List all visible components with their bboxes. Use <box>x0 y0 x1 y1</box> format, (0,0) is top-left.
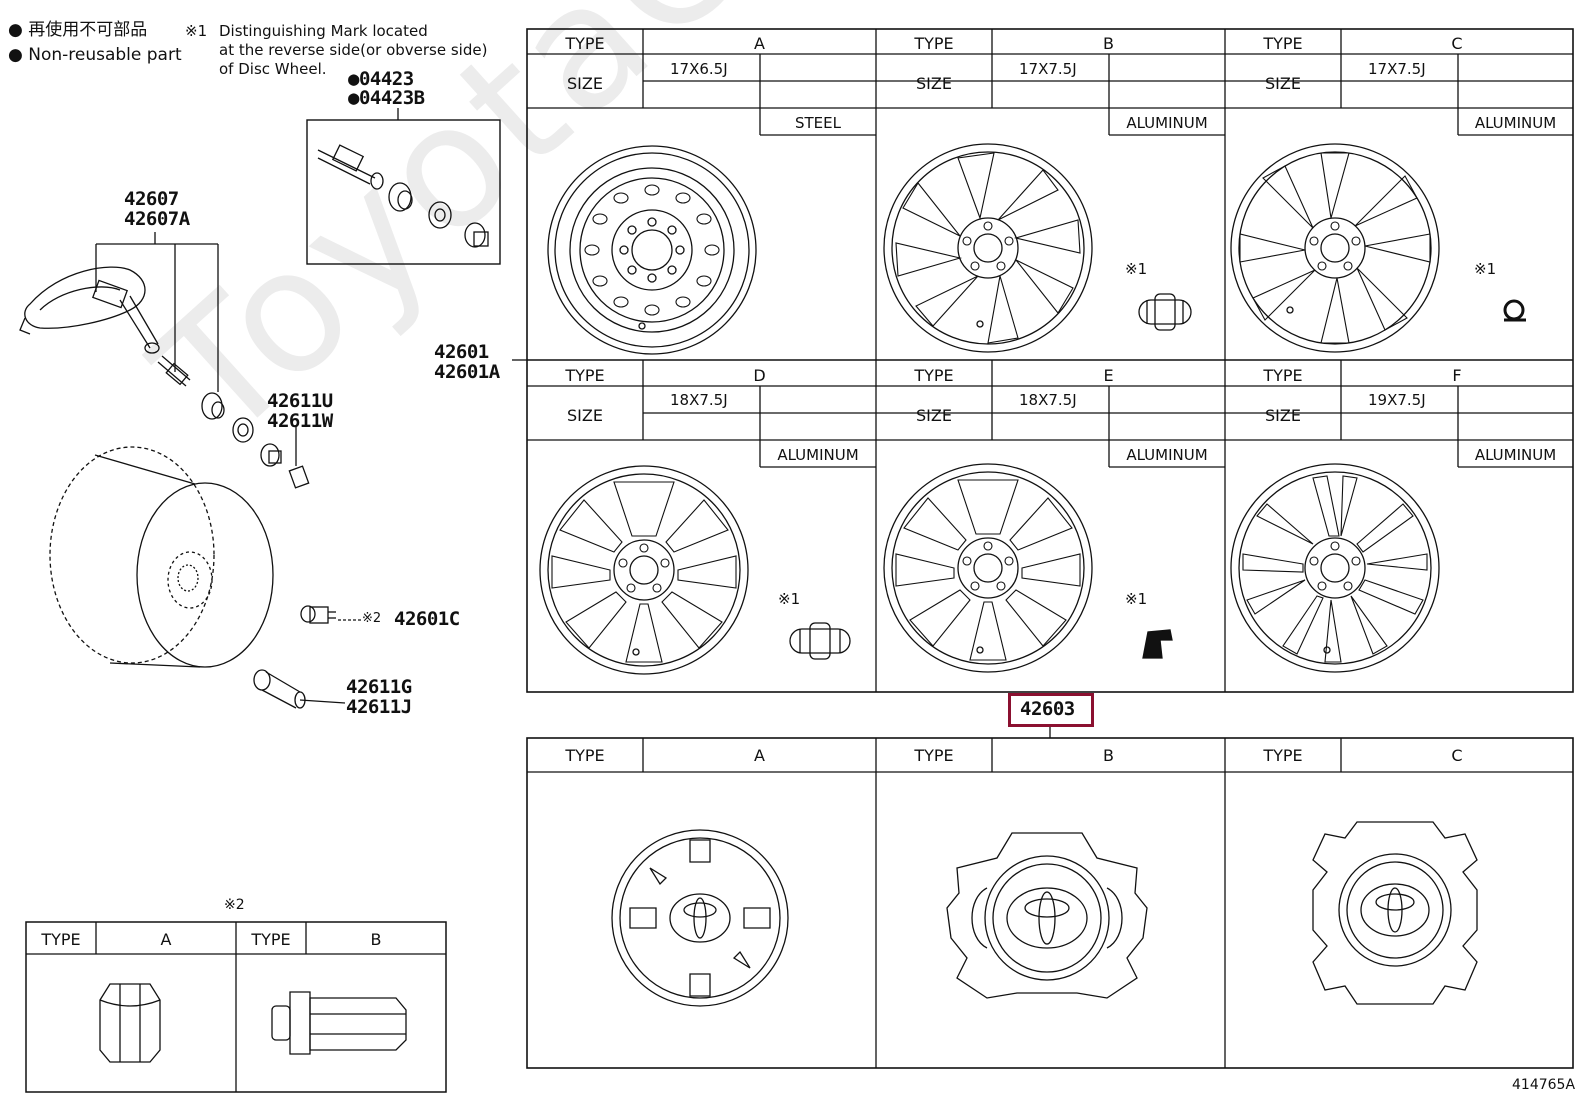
wheel-c-size-label: SIZE <box>1265 74 1301 93</box>
wheel-b-type-label: TYPE <box>914 34 954 53</box>
diagram-id: 414765A <box>1512 1077 1576 1093</box>
wheel-f-type: F <box>1452 366 1462 385</box>
wheel-a-size: 17X6.5J <box>670 60 728 78</box>
cap-table-grid <box>526 724 1574 1069</box>
wheel-a-type: A <box>754 34 765 53</box>
nut-table-mark: ※2 <box>224 897 245 913</box>
part-42607a[interactable]: 42607A <box>124 208 190 230</box>
wheel-table-grid <box>526 28 1574 693</box>
wheel-e-mark: ※1 <box>1125 590 1148 608</box>
valve-42611g <box>253 669 306 709</box>
nut-a-type-label: TYPE <box>41 930 81 949</box>
wheel-b-material: ALUMINUM <box>1126 114 1208 132</box>
valve-kit-box <box>306 119 501 265</box>
cap-c-art <box>1312 821 1478 1005</box>
nut-a-art <box>99 983 161 1063</box>
part-42601c[interactable]: 42601C <box>394 608 460 630</box>
wheel-f-type-label: TYPE <box>1263 366 1303 385</box>
cap-c-type-label: TYPE <box>1263 746 1303 765</box>
tire <box>49 446 274 668</box>
wheel-b-art <box>883 143 1093 353</box>
legend-note-mark: ※1 <box>185 22 208 40</box>
cap-a-art <box>611 829 789 1007</box>
wheel-d-type: D <box>753 366 766 385</box>
wheel-e-art <box>883 463 1093 673</box>
wheel-c-size: 17X7.5J <box>1368 60 1426 78</box>
cap-b-type-label: TYPE <box>914 746 954 765</box>
legend-non-reusable-jp: ● 再使用不可部品 <box>8 20 148 40</box>
nut-b-art <box>271 991 407 1055</box>
legend-note-line-3: of Disc Wheel. <box>219 60 327 78</box>
part-42607[interactable]: 42607 <box>124 188 179 210</box>
wheel-a-material: STEEL <box>795 114 841 132</box>
wheel-a-size-label: SIZE <box>567 74 603 93</box>
cap-a-type: A <box>754 746 765 765</box>
wheel-d-type-label: TYPE <box>565 366 605 385</box>
wheel-d-material: ALUMINUM <box>777 446 859 464</box>
part-42601[interactable]: 42601 <box>434 341 489 363</box>
wheel-f-art <box>1230 463 1440 673</box>
mark-e-art <box>1142 629 1173 659</box>
wheel-a-type-label: TYPE <box>565 34 605 53</box>
part-42611w[interactable]: 42611W <box>267 410 333 432</box>
wheel-e-type-label: TYPE <box>914 366 954 385</box>
part-42611g[interactable]: 42611G <box>346 676 412 698</box>
small-nut-42601c <box>300 605 336 624</box>
wheel-b-size-label: SIZE <box>916 74 952 93</box>
part-04423b[interactable]: ●04423B <box>348 87 425 109</box>
wheel-e-type: E <box>1103 366 1114 385</box>
legend-note-line-2: at the reverse side(or obverse side) <box>219 41 488 59</box>
part-42603-highlight-box <box>1008 693 1094 727</box>
wheel-b-mark: ※1 <box>1125 260 1148 278</box>
nut-table-grid <box>25 921 447 1093</box>
wheel-d-art <box>539 465 749 675</box>
part-42611u[interactable]: 42611U <box>267 390 333 412</box>
wheel-b-size: 17X7.5J <box>1019 60 1077 78</box>
wheel-f-size-label: SIZE <box>1265 406 1301 425</box>
mark-c-art <box>1503 299 1526 322</box>
part-42603[interactable]: 42603 <box>1020 698 1075 720</box>
nut-b-type: B <box>370 930 382 949</box>
cap-c-type: C <box>1451 746 1463 765</box>
part-42601a[interactable]: 42601A <box>434 361 500 383</box>
mark-b-art <box>1138 293 1192 331</box>
part-42611j[interactable]: 42611J <box>346 696 412 718</box>
wheel-c-material: ALUMINUM <box>1474 114 1557 132</box>
wheel-c-mark: ※1 <box>1474 260 1497 278</box>
cap-a-type-label: TYPE <box>565 746 605 765</box>
cap-b-type: B <box>1103 746 1114 765</box>
wheel-d-size-label: SIZE <box>567 406 603 425</box>
wheel-c-type: C <box>1451 34 1463 53</box>
cap-b-art <box>946 832 1148 999</box>
wheel-a-art <box>547 145 757 355</box>
part-42601c-mark: ※2 <box>362 611 382 626</box>
nut-a-type: A <box>160 930 172 949</box>
leader-lines <box>95 108 527 704</box>
nut-b-type-label: TYPE <box>251 930 291 949</box>
wheel-b-type: B <box>1103 34 1114 53</box>
tpms-sensor <box>19 266 310 489</box>
wheel-d-mark: ※1 <box>778 590 801 608</box>
wheel-c-type-label: TYPE <box>1263 34 1303 53</box>
part-04423[interactable]: ●04423 <box>348 68 414 90</box>
wheel-f-material: ALUMINUM <box>1474 446 1557 464</box>
mark-d-art <box>789 622 851 660</box>
wheel-e-size-label: SIZE <box>916 406 952 425</box>
legend-non-reusable-en: ● Non-reusable part <box>8 45 182 65</box>
wheel-f-size: 19X7.5J <box>1368 391 1426 409</box>
legend-note-line-1: Distinguishing Mark located <box>219 22 428 40</box>
wheel-d-size: 18X7.5J <box>670 391 728 409</box>
wheel-e-size: 18X7.5J <box>1019 391 1077 409</box>
wheel-e-material: ALUMINUM <box>1126 446 1208 464</box>
wheel-c-art <box>1230 143 1440 353</box>
